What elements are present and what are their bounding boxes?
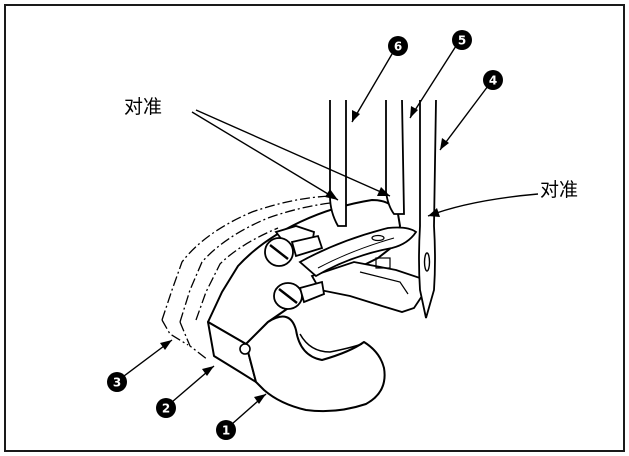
- screw-hole-front: [239, 343, 251, 355]
- arrowhead-1: [254, 394, 266, 404]
- needle-eye: [423, 252, 431, 272]
- leader-align-left-a: [191, 111, 339, 201]
- lower-guide-plate: [310, 261, 423, 313]
- align-label-left: 对准: [124, 96, 162, 118]
- needle-4: [418, 99, 437, 319]
- callout-2: 2: [156, 398, 176, 418]
- callout-1: 1: [216, 420, 236, 440]
- arrowhead-4: [440, 138, 449, 150]
- arrowhead-align-left-b: [377, 187, 390, 196]
- needle-6: [329, 100, 347, 227]
- arrowhead-3: [160, 340, 172, 350]
- callout-2-number: 2: [162, 402, 170, 416]
- callout-3-number: 3: [113, 376, 121, 390]
- callout-6-number: 6: [394, 40, 402, 54]
- callout-3: 3: [107, 372, 127, 392]
- leader-align-left-b: [195, 109, 391, 197]
- set-screw-upper: [264, 225, 324, 267]
- callout-5-number: 5: [458, 34, 466, 48]
- align-label-right: 对准: [540, 179, 578, 201]
- guide-plate-edge: [359, 271, 409, 295]
- needle-5: [385, 99, 405, 215]
- leader-4: [439, 85, 489, 151]
- arrowhead-5: [410, 106, 418, 118]
- arrowhead-6: [352, 110, 360, 122]
- callout-5: 5: [452, 30, 472, 50]
- callout-6: 6: [388, 36, 408, 56]
- hook-arm-inner-edge: [299, 333, 363, 353]
- callout-4-number: 4: [489, 74, 497, 88]
- part-1-body: [207, 199, 401, 413]
- ghost-outline-part-2: [179, 201, 341, 361]
- arrowhead-align-left-a: [325, 189, 338, 200]
- arrowhead-align-right: [428, 208, 440, 217]
- ghost-outline-part-3: [161, 195, 331, 346]
- guide-notch: [375, 257, 391, 269]
- set-screw-lower: [273, 280, 326, 310]
- leader-5: [409, 45, 457, 119]
- blade-slot: [371, 234, 385, 242]
- leader-6: [351, 53, 393, 123]
- arrowhead-2: [202, 366, 214, 376]
- callout-1-number: 1: [222, 424, 230, 438]
- callout-4: 4: [483, 70, 503, 90]
- arrowheads: [160, 106, 449, 404]
- blade-groove: [317, 237, 395, 269]
